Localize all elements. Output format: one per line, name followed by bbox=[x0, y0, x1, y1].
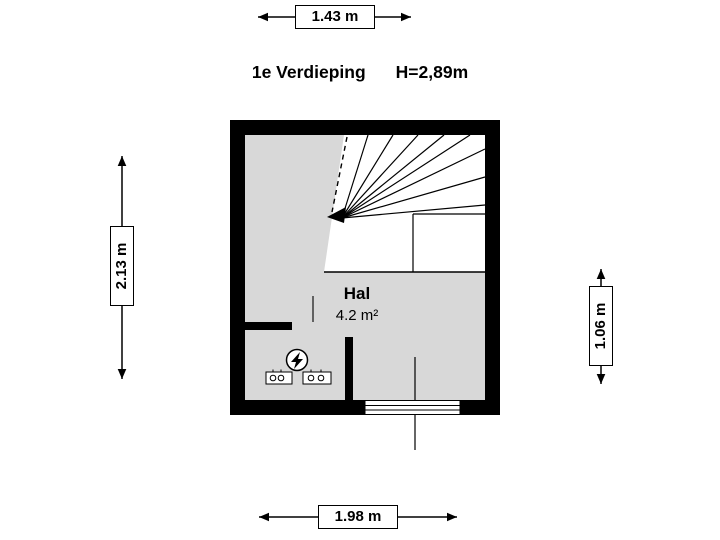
stair-tread bbox=[341, 134, 445, 219]
stair-area bbox=[324, 135, 485, 272]
stair-tread bbox=[341, 134, 471, 219]
staircase bbox=[324, 134, 486, 273]
dimension-label-left: 2.13 m bbox=[110, 226, 134, 306]
stair-tread bbox=[341, 148, 486, 219]
dimension-label-right: 1.06 m bbox=[589, 286, 613, 366]
stair-tread bbox=[341, 134, 419, 219]
room-area: 4.2 m² bbox=[336, 307, 379, 324]
stair-tread bbox=[341, 134, 369, 219]
dimension-label-top: 1.43 m bbox=[295, 5, 375, 29]
stair-tread bbox=[341, 134, 394, 219]
stair-tread bbox=[341, 176, 486, 219]
stair-walkline-dashed bbox=[331, 136, 348, 213]
window-frame bbox=[364, 400, 461, 415]
stair-tread bbox=[341, 204, 486, 219]
meterkast-wall bbox=[245, 322, 292, 330]
floor-name: 1e Verdieping bbox=[251, 62, 366, 82]
utility-meter-icon bbox=[302, 369, 332, 385]
lightning-bolt-icon bbox=[291, 352, 303, 369]
meterkast-wall bbox=[345, 337, 353, 400]
window bbox=[364, 400, 461, 415]
stair-direction-arrow-icon bbox=[327, 207, 346, 223]
meter-cupboard bbox=[245, 296, 353, 400]
plan-title: 1e Verdieping H=2,89m bbox=[0, 62, 720, 83]
room-name: Hal bbox=[344, 284, 370, 303]
dimension-label-bottom: 1.98 m bbox=[318, 505, 398, 529]
ceiling-height: H=2,89m bbox=[395, 62, 469, 82]
utility-meter-icon bbox=[265, 369, 293, 385]
